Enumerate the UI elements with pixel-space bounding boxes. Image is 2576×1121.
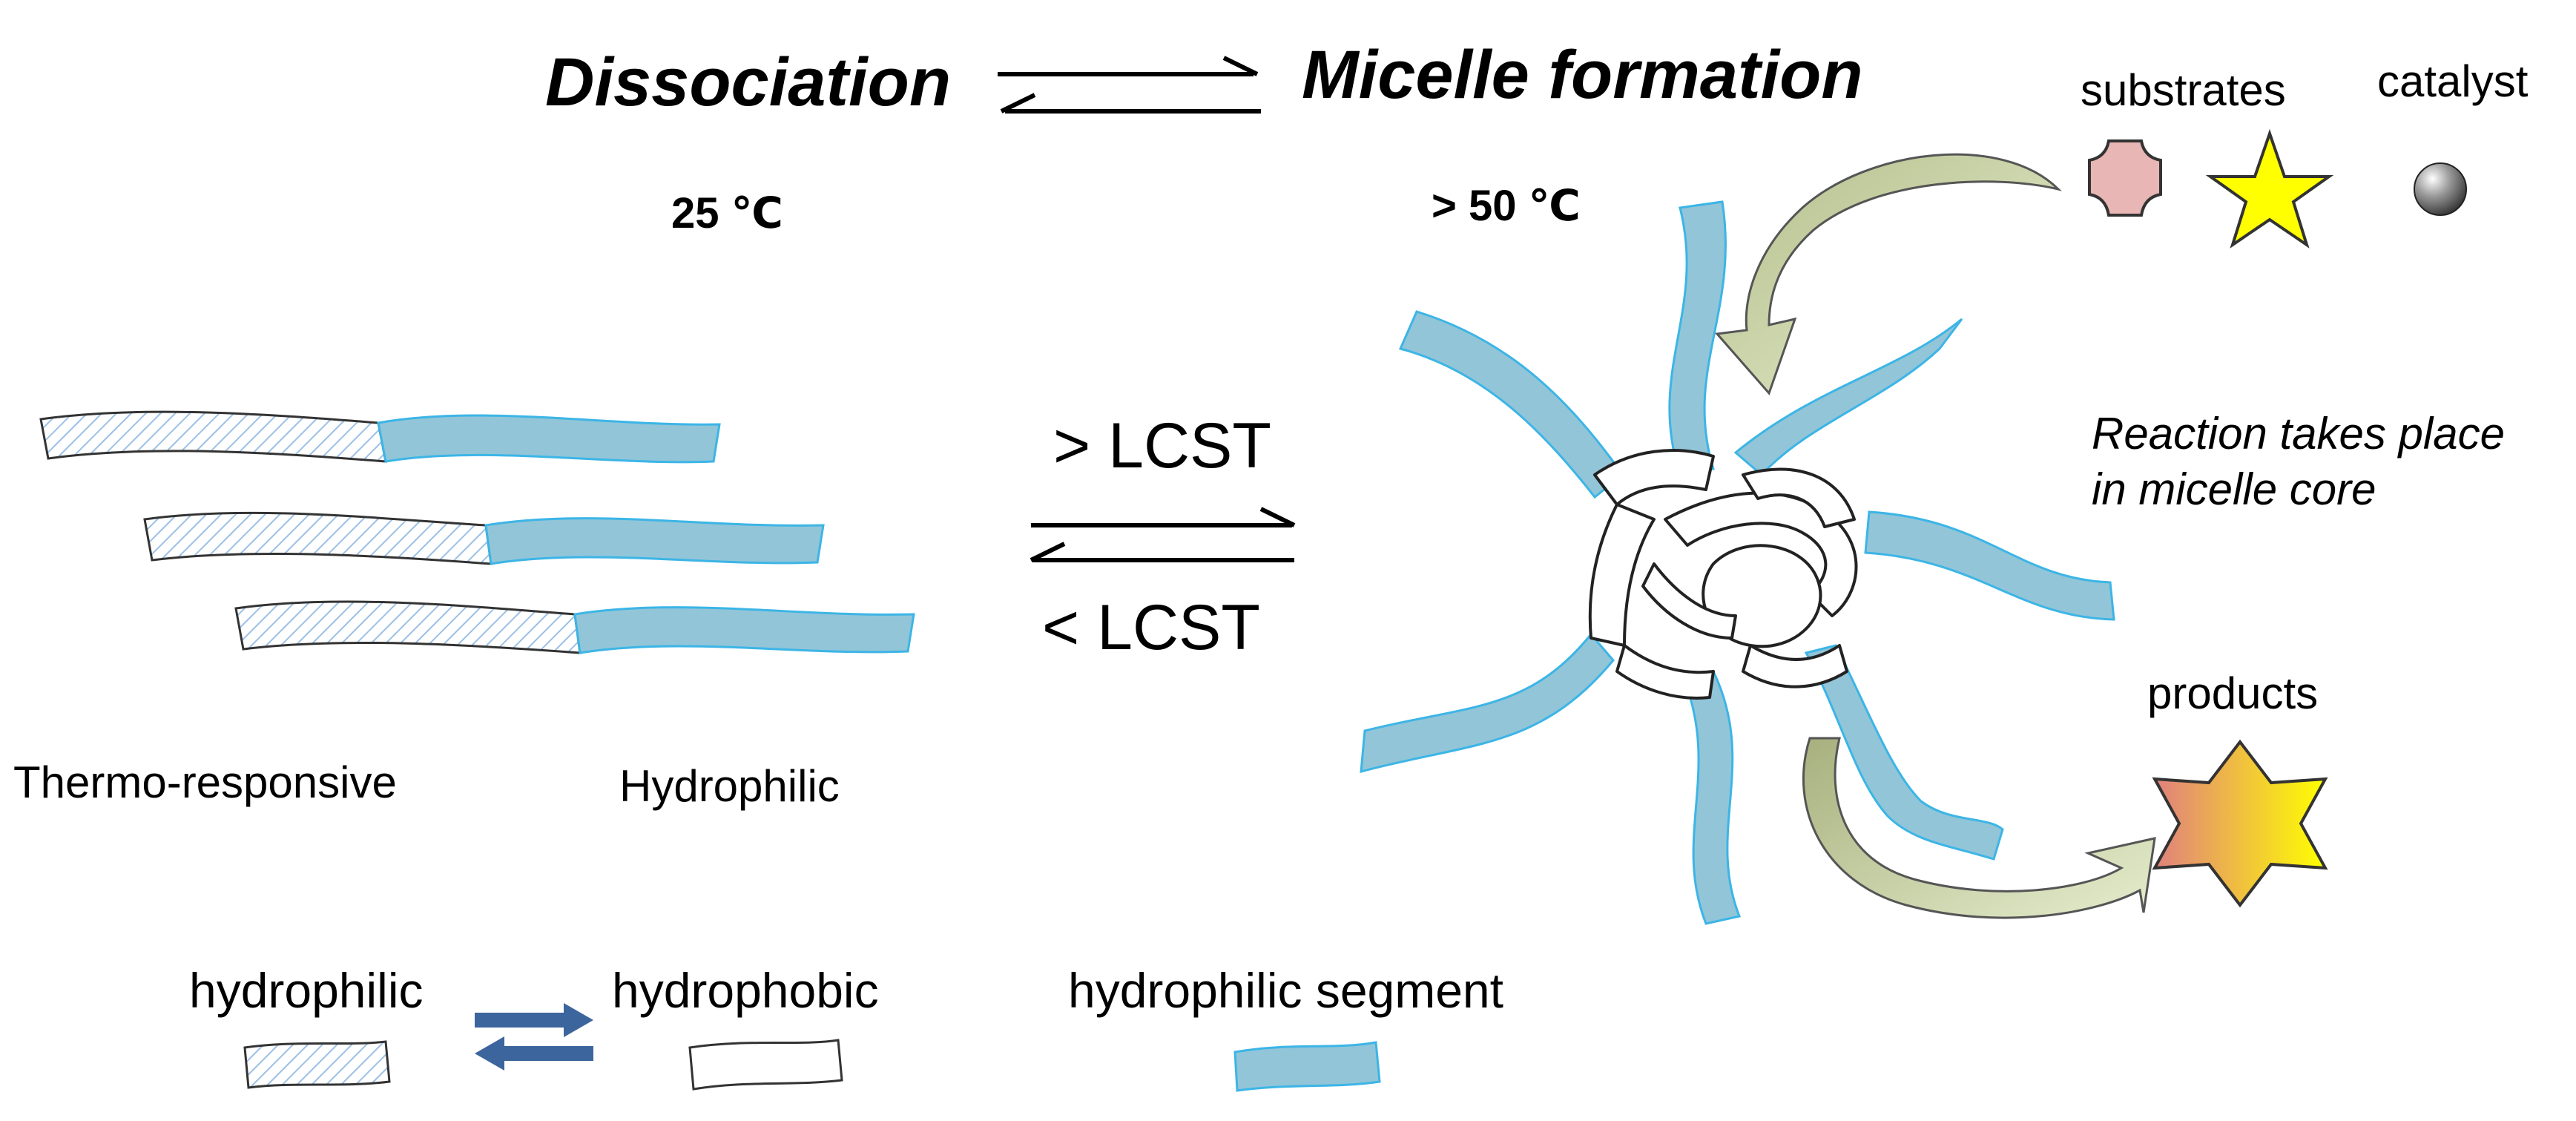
lcst-equilibrium-arrow xyxy=(1030,507,1296,562)
title-dissociation: Dissociation xyxy=(545,45,951,120)
micelle-corona xyxy=(1360,200,2115,925)
corona-arm xyxy=(1804,644,2004,861)
corona-arm xyxy=(1864,510,2115,621)
temperature-low: 25 ℃ xyxy=(671,189,783,237)
curved-arrow-in xyxy=(1715,153,2062,395)
legend-label-hydrophobic: hydrophobic xyxy=(612,963,879,1018)
legend-switch-arrows xyxy=(475,1003,593,1071)
label-reaction-line-2: in micelle core xyxy=(2092,464,2376,514)
corona-arm xyxy=(1668,200,1727,476)
legend-swatch-hatched xyxy=(243,1040,391,1089)
corona-arm xyxy=(1398,310,1625,499)
label-catalyst: catalyst xyxy=(2377,56,2529,106)
product-star-shape xyxy=(2152,739,2328,908)
label-products: products xyxy=(2147,668,2318,718)
label-hydrophilic-block: Hydrophilic xyxy=(619,761,840,811)
corona-arm xyxy=(1733,318,1963,477)
label-reaction-line-1: Reaction takes place xyxy=(2092,409,2505,458)
lcst-above-label: > LCST xyxy=(1053,410,1271,481)
lcst-below-label: < LCST xyxy=(1042,592,1260,663)
polymer-chain-3 xyxy=(234,600,915,654)
legend-label-hydrophilic-segment: hydrophilic segment xyxy=(1068,963,1503,1018)
substrate-cross-shape xyxy=(2088,139,2162,217)
label-thermo-responsive: Thermo-responsive xyxy=(13,757,397,807)
substrate-star-shape xyxy=(2205,128,2334,249)
polymer-chain-2 xyxy=(143,511,825,565)
polymer-chain-1 xyxy=(39,410,721,464)
legend-label-hydrophilic: hydrophilic xyxy=(189,963,424,1018)
catalyst-ball xyxy=(2414,162,2467,216)
temperature-high: > 50 ℃ xyxy=(1432,182,1581,230)
corona-arm xyxy=(1360,632,1615,774)
title-micelle-formation: Micelle formation xyxy=(1302,37,1863,113)
legend-swatch-hydrophilic-segment xyxy=(1233,1041,1381,1092)
curved-arrow-out xyxy=(1802,737,2156,919)
label-substrates: substrates xyxy=(2081,65,2286,115)
micelle-core xyxy=(1588,449,1858,700)
corona-arm xyxy=(1681,670,1742,925)
equilibrium-arrow-top xyxy=(998,56,1261,114)
legend-swatch-hydrophobic xyxy=(688,1039,843,1091)
